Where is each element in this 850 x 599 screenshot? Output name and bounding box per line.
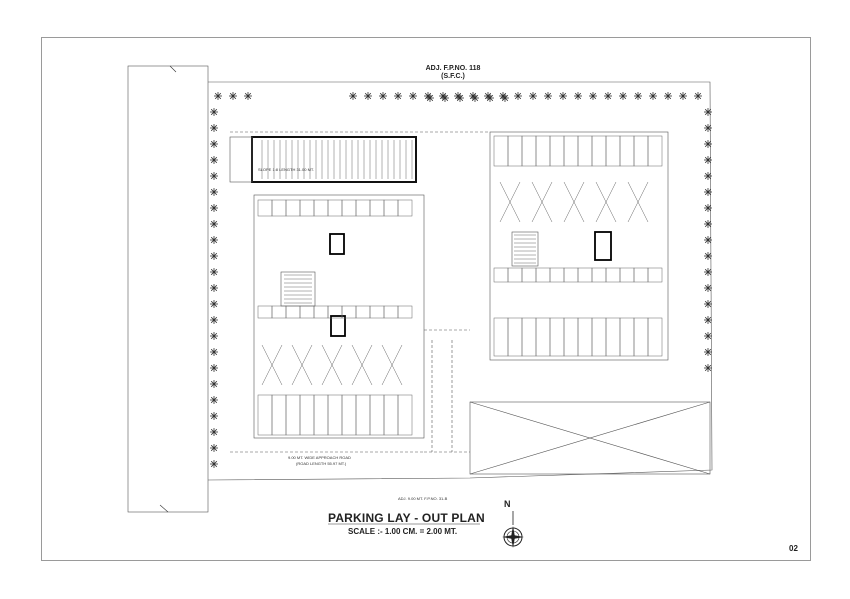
tree-icon [349, 92, 357, 100]
staircase [511, 231, 539, 267]
tree-icon [210, 124, 218, 132]
tree-icon [210, 156, 218, 164]
left-wing [253, 194, 425, 439]
tree-icon [529, 92, 537, 100]
tree-icon [364, 92, 372, 100]
tree-icon [210, 380, 218, 388]
lift [594, 231, 612, 261]
open-area [469, 401, 711, 475]
tree-icon [704, 124, 712, 132]
tree-icon [704, 140, 712, 148]
adjacent-label-line1: ADJ. F.P.NO. 118 [425, 65, 481, 72]
tree-icon [704, 204, 712, 212]
ramp-stripes [261, 140, 413, 179]
tree-icon [664, 92, 672, 100]
lift [330, 315, 346, 337]
tree-icon [704, 332, 712, 340]
tree-icon [210, 172, 218, 180]
drawing-sheet [41, 37, 811, 561]
tree-icon [210, 284, 218, 292]
tree-icon [441, 94, 449, 102]
tree-icon [559, 92, 567, 100]
tree-icon [471, 94, 479, 102]
tree-icon [704, 188, 712, 196]
drawing-scale: SCALE :- 1.00 CM. = 2.00 MT. [348, 527, 458, 536]
tree-icon [210, 428, 218, 436]
tree-icon [704, 268, 712, 276]
tree-icon [210, 332, 218, 340]
tree-icon [486, 94, 494, 102]
tree-icon [426, 94, 434, 102]
adjacent-label-line2: (S.F.C.) [441, 73, 465, 80]
tree-icon [210, 204, 218, 212]
ramp-note: SLOPE 1:8 LENGTH 31.00 MT. [258, 167, 315, 172]
tree-icon [704, 108, 712, 116]
guard-room [229, 136, 253, 183]
tree-icon [210, 300, 218, 308]
tree-icon [210, 364, 218, 372]
tree-icon [704, 348, 712, 356]
tree-icon [210, 220, 218, 228]
tree-icon [589, 92, 597, 100]
tree-icon [456, 94, 464, 102]
tree-icon [210, 268, 218, 276]
tree-icon [210, 460, 218, 468]
adjacent-road [127, 65, 209, 513]
tree-icon [649, 92, 657, 100]
tree-icon [210, 316, 218, 324]
tree-icon [229, 92, 237, 100]
tree-icon [210, 140, 218, 148]
tree-icon [704, 172, 712, 180]
right-wing [489, 131, 669, 361]
tree-icon [679, 92, 687, 100]
tree-icon [574, 92, 582, 100]
tree-icon [694, 92, 702, 100]
fp-note: ADJ. 9.00 MT. F.P.NO. 31-B [398, 496, 448, 501]
adjacent-plot-label: ADJ. F.P.NO. 118 (S.F.C.) [423, 65, 483, 81]
tree-icon [704, 364, 712, 372]
tree-icon [544, 92, 552, 100]
tree-icon [501, 94, 509, 102]
tree-icon [704, 252, 712, 260]
tree-icon [619, 92, 627, 100]
drawing-title: PARKING LAY - OUT PLAN [328, 511, 485, 525]
tree-icon [210, 236, 218, 244]
trees [210, 92, 712, 468]
tree-icon [604, 92, 612, 100]
north-compass [502, 511, 524, 548]
tree-icon [210, 412, 218, 420]
staircase [280, 271, 316, 307]
tree-icon [704, 156, 712, 164]
north-label: N [504, 499, 511, 509]
lift [329, 233, 345, 255]
tree-icon [704, 220, 712, 228]
tree-icon [379, 92, 387, 100]
parking-bays [257, 135, 663, 436]
tree-icon [634, 92, 642, 100]
tree-icon [214, 92, 222, 100]
tree-icon [210, 108, 218, 116]
tree-icon [514, 92, 522, 100]
plot-boundary [207, 81, 713, 481]
tree-icon [210, 396, 218, 404]
road-length-note: (ROAD LENGTH 55.97 MT.) [296, 461, 347, 466]
tree-icon [210, 348, 218, 356]
tree-icon [409, 92, 417, 100]
tree-icon [704, 236, 712, 244]
stair-treads [284, 234, 536, 304]
tree-icon [394, 92, 402, 100]
tree-icon [210, 188, 218, 196]
tree-icon [210, 252, 218, 260]
tree-icon [704, 284, 712, 292]
page-number: 02 [789, 544, 798, 553]
tree-icon [704, 300, 712, 308]
tree-icon [210, 444, 218, 452]
tree-icon [704, 316, 712, 324]
approach-road-note: 9.00 MT. WIDE APPROACH ROAD [288, 455, 351, 460]
tree-icon [244, 92, 252, 100]
